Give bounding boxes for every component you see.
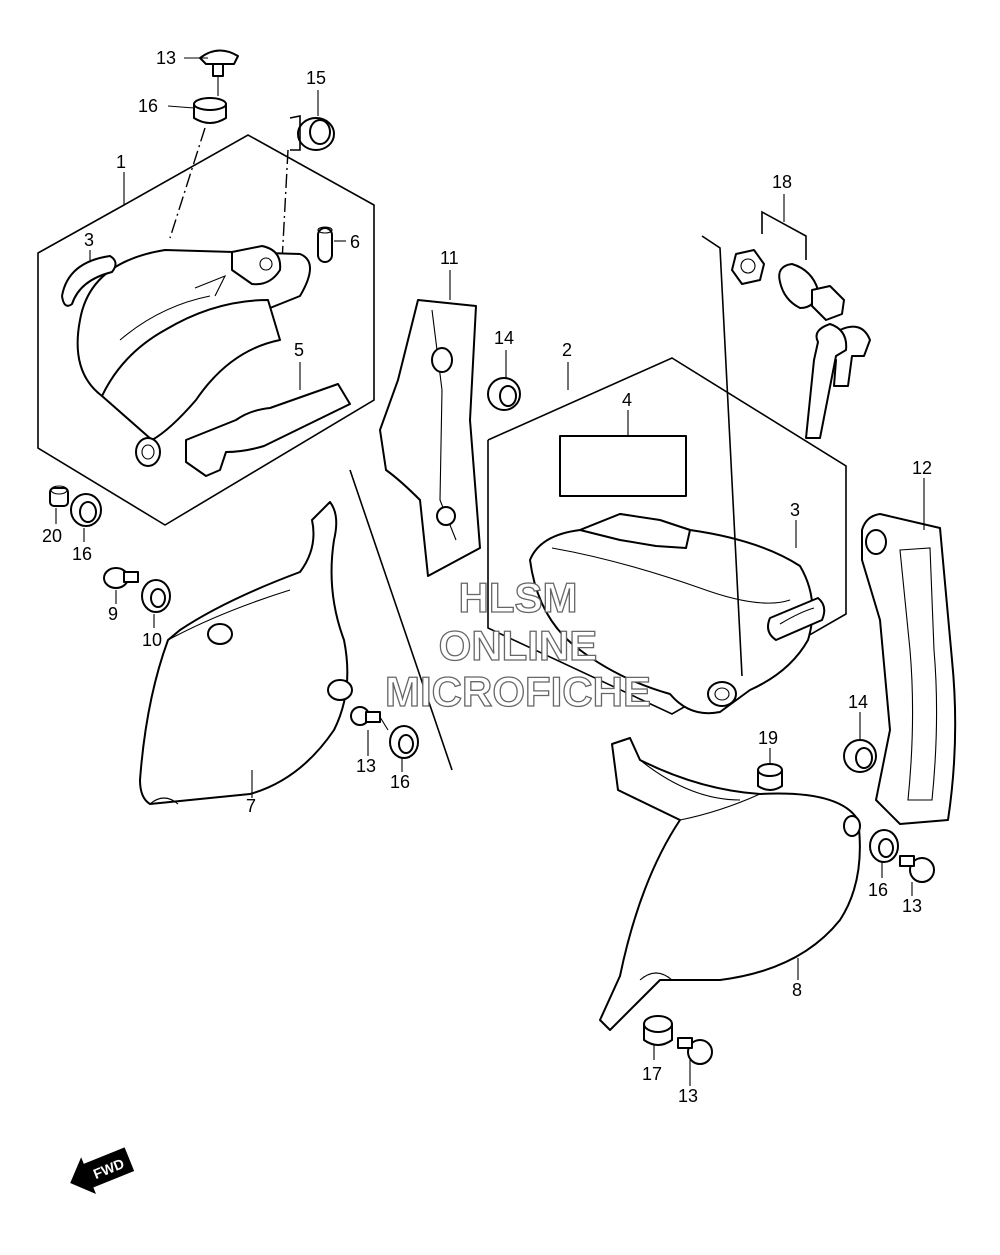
callout-5: 5 <box>294 340 304 360</box>
collar-6 <box>317 226 333 263</box>
bolt-13-bottom <box>677 1037 713 1065</box>
callout-10: 10 <box>142 630 162 650</box>
grommet-16-right <box>869 829 899 863</box>
callout-15: 15 <box>306 68 326 88</box>
callout-4: 4 <box>622 390 632 410</box>
callout-16-right: 16 <box>868 880 888 900</box>
grommet-20 <box>49 485 69 507</box>
callout-3-left: 3 <box>84 230 94 250</box>
frame-bracket-12 <box>861 513 957 825</box>
leader-lines <box>55 57 925 1086</box>
callout-16-left: 16 <box>72 544 92 564</box>
callout-14-right: 14 <box>848 692 868 712</box>
callout-1: 1 <box>116 152 126 172</box>
callout-12: 12 <box>912 458 932 478</box>
callout-19: 19 <box>758 728 778 748</box>
frame-cover-assembly-left <box>37 49 375 527</box>
callout-13-top: 13 <box>156 48 176 68</box>
bolt-9 <box>103 567 139 589</box>
grommet-15 <box>297 117 335 151</box>
callout-labels: 13 16 15 1 3 6 5 20 16 9 10 11 14 2 4 18… <box>42 48 932 1106</box>
grommet-14-right <box>843 739 877 773</box>
frame-bracket-11 <box>379 299 481 577</box>
grommet-19 <box>757 763 783 791</box>
callout-3-right: 3 <box>790 500 800 520</box>
callout-6: 6 <box>350 232 360 252</box>
watermark-line-2: ONLINE <box>439 622 598 669</box>
bolt-13-mid <box>350 706 389 731</box>
grommet-16-left <box>70 493 102 527</box>
grommet-16-top <box>193 97 227 124</box>
callout-13-mid: 13 <box>356 756 376 776</box>
fwd-arrow-icon: FWD <box>70 1147 135 1194</box>
watermark-line-1: HLSM <box>459 574 578 621</box>
callout-13-bottom: 13 <box>678 1086 698 1106</box>
screw-13-top <box>199 49 239 96</box>
watermark: HLSM ONLINE MICROFICHE <box>384 573 651 715</box>
callout-13-right: 13 <box>902 896 922 916</box>
frame-cover-7 <box>139 501 353 805</box>
lock-set-18 <box>701 210 871 677</box>
callout-9: 9 <box>108 604 118 624</box>
callout-18: 18 <box>772 172 792 192</box>
callout-20: 20 <box>42 526 62 546</box>
grommet-14-mid <box>487 377 521 411</box>
grommet-17 <box>643 1015 673 1046</box>
watermark-line-3: MICROFICHE <box>385 668 651 715</box>
callout-16-top: 16 <box>138 96 158 116</box>
callout-16-mid: 16 <box>390 772 410 792</box>
grommet-16-mid <box>389 725 419 759</box>
callout-8: 8 <box>792 980 802 1000</box>
frame-cover-8 <box>599 737 861 1031</box>
label-4 <box>559 435 687 497</box>
emblem-3 <box>767 597 826 641</box>
callout-2: 2 <box>562 340 572 360</box>
bolt-13-right <box>899 855 935 883</box>
callout-17: 17 <box>642 1064 662 1084</box>
callout-7: 7 <box>246 796 256 816</box>
callout-11: 11 <box>440 248 459 268</box>
callout-14-mid: 14 <box>494 328 514 348</box>
grommet-10 <box>141 579 171 613</box>
